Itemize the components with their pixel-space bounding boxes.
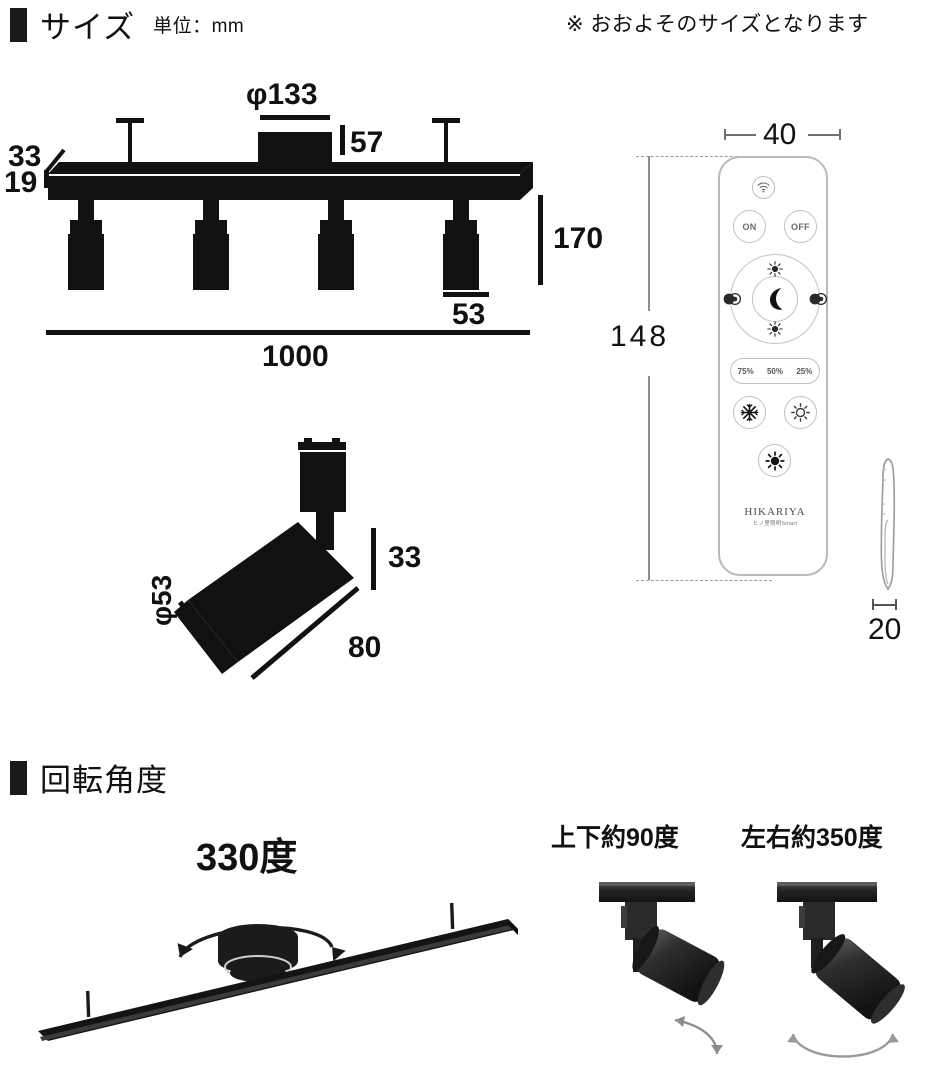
- track-top-leader-line: [44, 148, 66, 174]
- dial-sun-top-icon[interactable]: [767, 261, 783, 277]
- size-section-header: サイズ 単位：mm: [10, 2, 244, 47]
- power-off-label: OFF: [791, 221, 810, 232]
- warm-light-button[interactable]: [784, 396, 817, 429]
- mixed-light-button[interactable]: [758, 444, 791, 477]
- power-on-button[interactable]: ON: [733, 210, 766, 243]
- swivel-label: 左右約350度: [741, 824, 883, 852]
- brand-name: HIKARIYA: [744, 506, 806, 518]
- spotlight-detail-view: 33 80 φ53: [130, 430, 460, 690]
- head-height-label: 170: [553, 222, 604, 255]
- remote-side-profile: [880, 458, 895, 591]
- brightness-preset-group[interactable]: 75% 50% 25%: [730, 358, 820, 384]
- remote-thickness-line: [872, 604, 896, 606]
- track-bottom-tick: [44, 170, 49, 188]
- mount-height-tick: [340, 125, 345, 155]
- power-off-button[interactable]: OFF: [784, 210, 817, 243]
- total-length-rule: [46, 330, 530, 335]
- swivel-spotlight-render: [777, 882, 905, 1058]
- remote-height-label: 148: [610, 320, 670, 353]
- section-marker-bar-rotation: [10, 760, 27, 795]
- tilt-label: 上下約90度: [551, 824, 679, 852]
- size-section-title: サイズ: [40, 10, 136, 45]
- rotation-section-header: 回転角度: [10, 755, 168, 800]
- remote-width-line-right: [808, 134, 840, 136]
- remote-width-tick-right: [839, 129, 841, 140]
- spot-body-length-label: 80: [348, 631, 382, 664]
- remote-control-view: 40 148 ON OFF: [600, 110, 927, 645]
- preset-25-label[interactable]: 25%: [796, 366, 813, 376]
- snowflake-icon: [740, 403, 759, 422]
- mount-diameter-rule: [260, 115, 330, 120]
- mount-diameter-label: φ133: [246, 78, 318, 111]
- brand-tagline: ヒノ里照明Smart: [752, 521, 798, 527]
- spot-body-diameter-label: φ53: [146, 574, 177, 626]
- remote-thickness-tick-left: [872, 599, 874, 610]
- track-bottom-thickness-label: 19: [4, 166, 38, 199]
- wifi-icon[interactable]: [752, 176, 775, 199]
- remote-extension-line-bottom: [636, 580, 772, 581]
- spot-arm-height-label: 33: [388, 541, 422, 574]
- mixed-light-icon: [764, 450, 785, 471]
- head-diameter-label: 53: [452, 298, 486, 331]
- dial-sun-bottom-icon[interactable]: [767, 321, 783, 337]
- track-top-thickness-label: 33: [8, 140, 42, 173]
- remote-height-line-lower: [648, 376, 650, 580]
- track-fixture-drawing: [48, 118, 533, 290]
- remote-extension-line-top: [636, 156, 772, 157]
- preset-75-label[interactable]: 75%: [737, 366, 754, 376]
- sun-small-icon: [791, 403, 810, 422]
- remote-thickness-tick-right: [895, 599, 897, 610]
- remote-height-line-upper: [648, 156, 650, 311]
- approximate-size-note: ※ おおよそのサイズとなります: [566, 13, 869, 36]
- tilt-spotlight-render: [599, 882, 725, 1055]
- remote-width-label: 40: [763, 118, 797, 151]
- track-rotation-angle-label: 330度: [196, 837, 298, 879]
- preset-50-label[interactable]: 50%: [766, 366, 783, 376]
- remote-width-tick-left: [724, 129, 726, 140]
- rotation-section-title: 回転角度: [40, 763, 168, 798]
- size-unit-label: 単位：mm: [153, 16, 245, 37]
- head-diameter-rule: [443, 292, 489, 297]
- track-fixture-front-view: φ133 57 33 19: [0, 70, 604, 380]
- remote-width-line-left: [724, 134, 756, 136]
- brightness-down-icon[interactable]: [722, 291, 742, 307]
- remote-thickness-label: 20: [868, 613, 902, 646]
- mount-height-label: 57: [350, 126, 384, 159]
- head-height-rule: [538, 195, 543, 285]
- power-on-label: ON: [742, 221, 757, 232]
- moon-icon[interactable]: [765, 287, 786, 311]
- section-marker-bar: [10, 7, 27, 42]
- cool-light-button[interactable]: [733, 396, 766, 429]
- total-length-label: 1000: [262, 340, 329, 373]
- brand-logo: HIKARIYA ヒノ里照明Smart: [720, 506, 830, 527]
- remote-body: ON OFF: [718, 156, 828, 576]
- spotlight-detail-drawing: [174, 438, 360, 680]
- track-rotation-illustration: [38, 902, 518, 1041]
- spot-arm-height-rule: [371, 528, 376, 590]
- brightness-up-icon[interactable]: [808, 291, 828, 307]
